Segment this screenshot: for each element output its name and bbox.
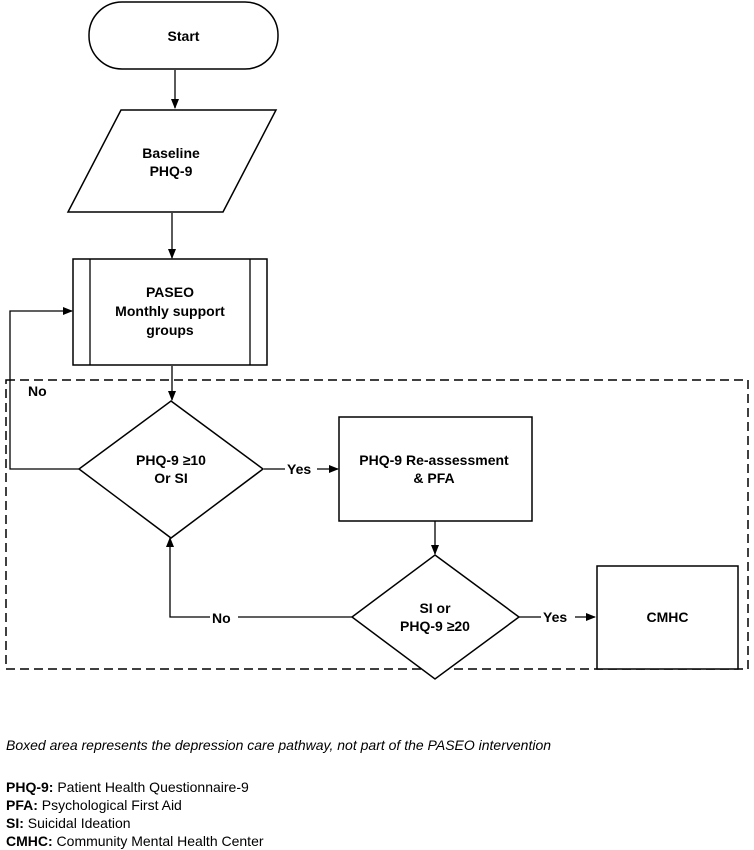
yes-label-2: Yes — [543, 609, 567, 625]
arrow-no-loop-to-paseo — [9, 307, 79, 470]
decision1-line-1: PHQ-9 ≥10 — [136, 452, 206, 468]
glossary-definition: Psychological First Aid — [41, 797, 182, 813]
reassess-line-1: PHQ-9 Re-assessment — [359, 452, 509, 468]
glossary-item: PHQ-9: Patient Health Questionnaire-9 — [6, 778, 551, 796]
reassessment-box — [338, 416, 533, 522]
decision-si-or-phq9-20 — [350, 554, 521, 680]
glossary-definition: Patient Health Questionnaire-9 — [57, 779, 249, 795]
reassess-line-2: & PFA — [413, 470, 454, 486]
glossary-term: PHQ-9: — [6, 779, 54, 795]
paseo-process-box — [72, 258, 268, 366]
glossary: PHQ-9: Patient Health Questionnaire-9 PF… — [6, 778, 551, 850]
care-pathway-boundary — [5, 379, 749, 670]
glossary-term: CMHC: — [6, 833, 53, 849]
no-back-label: No — [212, 610, 231, 626]
boxed-area-note: Boxed area represents the depression car… — [6, 737, 552, 753]
yes-label-1: Yes — [287, 461, 311, 477]
start-label: Start — [168, 28, 200, 44]
paseo-line-1: PASEO — [146, 284, 194, 300]
start-terminal — [88, 1, 279, 70]
no-loop-label: No — [28, 383, 47, 399]
arrow-no-back-to-decision1 — [166, 537, 352, 618]
baseline-data-shape — [66, 109, 278, 213]
glossary-item: CMHC: Community Mental Health Center — [6, 832, 551, 850]
decision1-line-2: Or SI — [154, 470, 187, 486]
decision2-line-2: PHQ-9 ≥20 — [400, 618, 470, 634]
paseo-line-2: Monthly support — [115, 303, 225, 319]
glossary-definition: Community Mental Health Center — [56, 833, 264, 849]
glossary-definition: Suicidal Ideation — [27, 815, 131, 831]
baseline-line-1: Baseline — [142, 145, 200, 161]
decision2-line-1: SI or — [419, 600, 451, 616]
glossary-item: SI: Suicidal Ideation — [6, 814, 551, 832]
decision-phq9-10-or-si — [77, 400, 265, 539]
flowchart: No Yes No Yes Start Baseline PHQ-9 PASEO… — [5, 1, 749, 680]
baseline-line-2: PHQ-9 — [150, 163, 193, 179]
paseo-line-3: groups — [146, 322, 194, 338]
cmhc-label: CMHC — [647, 609, 689, 625]
glossary-term: PFA: — [6, 797, 38, 813]
glossary-term: SI: — [6, 815, 24, 831]
glossary-item: PFA: Psychological First Aid — [6, 796, 551, 814]
cmhc-box — [596, 565, 739, 670]
footer: Boxed area represents the depression car… — [6, 736, 551, 850]
